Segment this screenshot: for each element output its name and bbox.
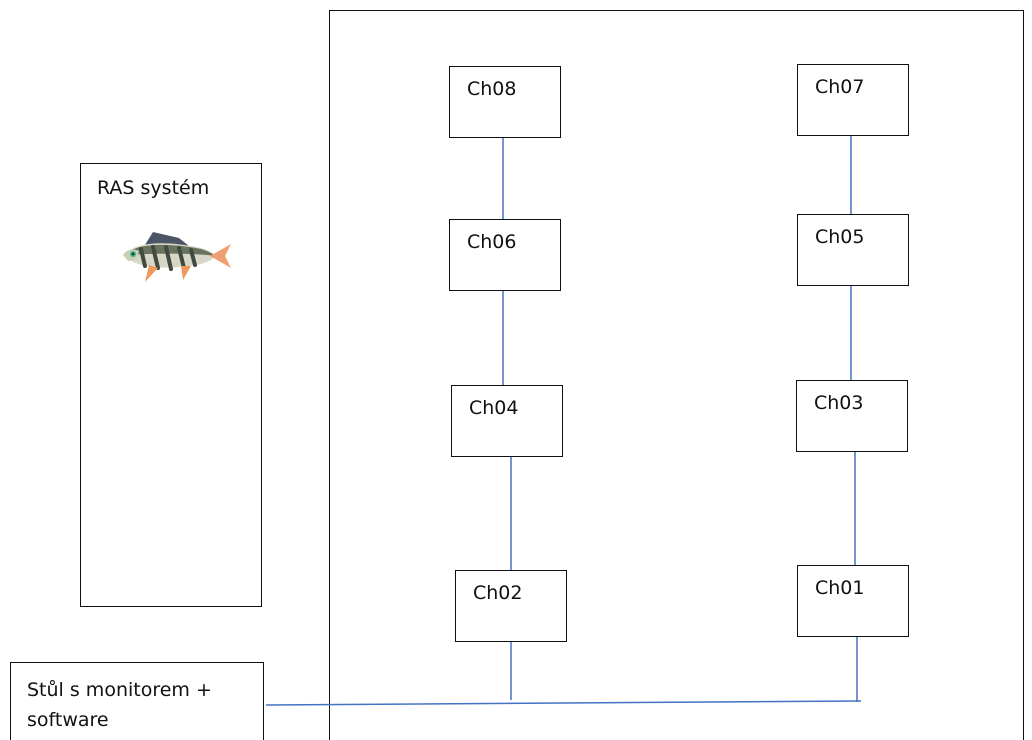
ras-system-label: RAS systém xyxy=(97,177,210,199)
channel-ch03: Ch03 xyxy=(796,380,908,452)
channel-ch05: Ch05 xyxy=(797,214,909,286)
monitor-desk-box: Stůl s monitorem + software xyxy=(10,662,264,740)
monitor-desk-label: Stůl s monitorem + software xyxy=(27,679,212,731)
channel-ch04: Ch04 xyxy=(451,385,563,457)
channel-ch02-label: Ch02 xyxy=(473,582,523,604)
ras-system-box: RAS systém xyxy=(80,163,262,607)
channel-ch02: Ch02 xyxy=(455,570,567,642)
channel-ch05-label: Ch05 xyxy=(815,226,865,248)
channel-ch01-label: Ch01 xyxy=(815,577,865,599)
room-frame xyxy=(329,10,1024,740)
channel-ch07: Ch07 xyxy=(797,64,909,136)
perch-fish-icon xyxy=(123,232,231,282)
channel-ch08-label: Ch08 xyxy=(467,78,517,100)
channel-ch04-label: Ch04 xyxy=(469,397,519,419)
channel-ch03-label: Ch03 xyxy=(814,392,864,414)
channel-ch06-label: Ch06 xyxy=(467,231,517,253)
channel-ch06: Ch06 xyxy=(449,219,561,291)
channel-ch01: Ch01 xyxy=(797,565,909,637)
channel-ch08: Ch08 xyxy=(449,66,561,138)
channel-ch07-label: Ch07 xyxy=(815,76,865,98)
